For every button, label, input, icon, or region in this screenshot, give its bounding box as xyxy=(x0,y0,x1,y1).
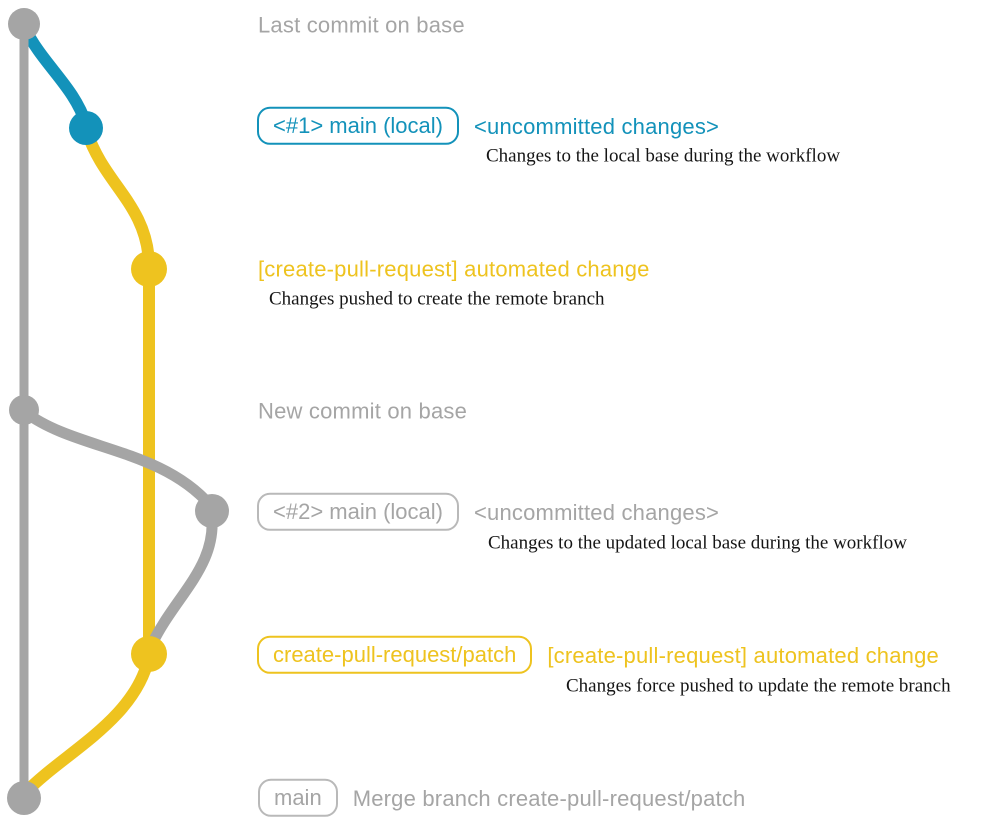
edge-gray-rebase-in xyxy=(145,504,218,652)
commit-node-merge-commit xyxy=(7,781,41,815)
commit-node-last-commit-on-base xyxy=(8,8,40,40)
new-commit-header: New commit on base xyxy=(258,398,468,424)
edge-teal-branch-out xyxy=(19,22,92,130)
row-branch1-note: Changes to the local base during the wor… xyxy=(486,146,840,169)
merge-message: Merge branch create-pull-request/patch xyxy=(352,785,746,811)
edge-yellow-merge-into-base xyxy=(20,651,155,798)
push2-note: Changes force pushed to update the remot… xyxy=(566,675,951,697)
row-push2-note: Changes force pushed to update the remot… xyxy=(566,676,951,699)
edge-yellow-branch-out xyxy=(81,126,155,268)
commit-node-uncommitted-changes-2 xyxy=(195,494,229,528)
row-push1: [create-pull-request] automated change xyxy=(258,256,650,281)
branch-badge-create-pull-request-patch: create-pull-request/patch xyxy=(257,635,533,675)
last-commit-header: Last commit on base xyxy=(258,12,465,38)
branch-badge-main: main xyxy=(258,778,338,818)
row-branch1: <#1> main (local) <uncommitted changes> xyxy=(257,106,720,146)
branch-badge-main-local-1: <#1> main (local) xyxy=(257,106,459,146)
row-branch2: <#2> main (local) <uncommitted changes> xyxy=(257,492,720,532)
push1-note: Changes pushed to create the remote bran… xyxy=(269,288,605,310)
row-branch2-note: Changes to the updated local base during… xyxy=(488,533,907,556)
branch2-status: <uncommitted changes> xyxy=(473,499,720,525)
branch2-note: Changes to the updated local base during… xyxy=(488,532,907,554)
edge-gray-rebase-out xyxy=(19,406,216,511)
commit-node-uncommitted-changes-1 xyxy=(69,111,103,145)
commit-node-new-commit-on-base xyxy=(9,395,39,425)
row-merge: main Merge branch create-pull-request/pa… xyxy=(258,778,746,818)
branch1-note: Changes to the local base during the wor… xyxy=(486,145,841,167)
commit-graph xyxy=(7,8,229,815)
push2-title: [create-pull-request] automated change xyxy=(547,642,939,668)
commit-node-automated-change-1 xyxy=(131,251,167,287)
push1-title: [create-pull-request] automated change xyxy=(258,256,650,282)
commit-node-automated-change-2 xyxy=(131,636,167,672)
row-new-commit: New commit on base xyxy=(258,398,467,423)
branch-badge-main-local-2: <#2> main (local) xyxy=(257,492,459,532)
row-push2: create-pull-request/patch [create-pull-r… xyxy=(257,635,939,675)
row-last-commit: Last commit on base xyxy=(258,12,465,37)
row-push1-note: Changes pushed to create the remote bran… xyxy=(269,289,605,312)
branch1-status: <uncommitted changes> xyxy=(473,113,720,139)
